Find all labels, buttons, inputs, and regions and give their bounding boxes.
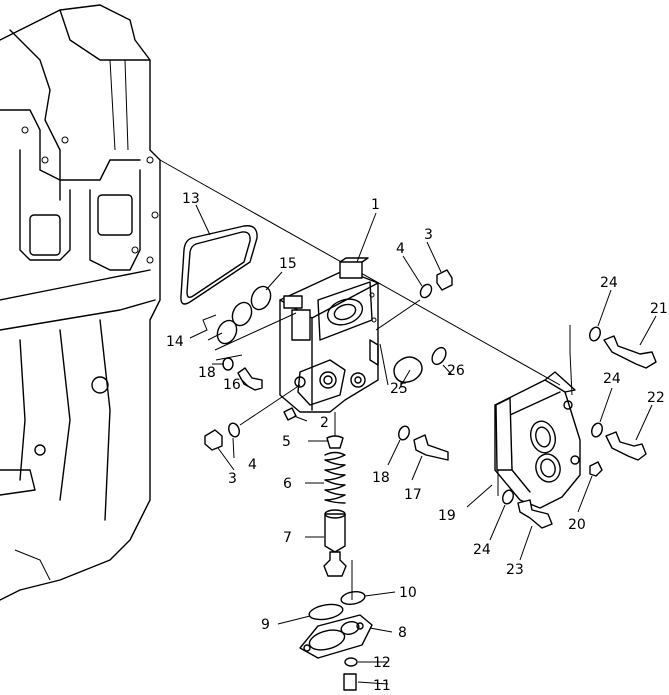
washer-18-left — [222, 357, 234, 371]
cover-8 — [299, 614, 373, 659]
o-ring-26 — [431, 346, 447, 366]
bracket-line-1 — [569, 325, 573, 396]
washer-18-right — [398, 425, 410, 441]
spring-6 — [324, 451, 346, 504]
callout-8: 8 — [398, 625, 407, 641]
o-ring-9 — [308, 603, 344, 621]
callout-9: 9 — [261, 617, 270, 633]
callout-23: 23 — [506, 562, 524, 578]
gasket-13 — [180, 225, 258, 305]
o-ring-15b — [250, 285, 272, 311]
bolt-11 — [343, 673, 357, 691]
engine-block — [0, 4, 161, 601]
callout-11: 11 — [373, 678, 391, 694]
callout-15: 15 — [279, 256, 297, 272]
washer-24-upper — [589, 326, 601, 342]
washer-24-lower — [502, 489, 514, 505]
piston-7 — [323, 509, 347, 577]
bolt-16 — [237, 367, 263, 391]
callout-14: 14 — [166, 334, 184, 350]
callout-17: 17 — [404, 487, 422, 503]
callout-6: 6 — [283, 476, 292, 492]
callout-24-lower: 24 — [473, 542, 491, 558]
callout-20: 20 — [568, 517, 586, 533]
callout-24-middle: 24 — [603, 371, 621, 387]
o-ring-4-upper — [419, 283, 433, 299]
callout-19: 19 — [438, 508, 456, 524]
callout-4-lower: 4 — [248, 457, 257, 473]
bolt-22 — [605, 431, 647, 461]
callout-18-right: 18 — [372, 470, 390, 486]
bolt-21 — [603, 335, 657, 369]
callout-3-upper: 3 — [424, 227, 433, 243]
valve-seat-5 — [326, 435, 344, 449]
regulator-housing — [279, 257, 379, 413]
adapter-plate-19 — [494, 371, 581, 509]
callout-labels: 1 2 3 3 4 4 5 6 7 8 9 10 11 12 13 14 15 … — [166, 191, 668, 694]
callout-25: 25 — [390, 381, 408, 397]
screw-2 — [283, 407, 297, 421]
callout-26: 26 — [447, 363, 465, 379]
callout-7: 7 — [283, 530, 292, 546]
callout-4-upper: 4 — [396, 241, 405, 257]
washer-12 — [344, 657, 358, 667]
o-ring-10 — [340, 591, 366, 605]
callout-3-lower: 3 — [228, 471, 237, 487]
callout-16: 16 — [223, 377, 241, 393]
callout-18-left: 18 — [198, 365, 216, 381]
plug-3-upper — [436, 269, 453, 291]
screw-20 — [589, 461, 603, 477]
o-ring-4-lower — [228, 422, 240, 438]
plug-3-lower — [204, 429, 223, 451]
callout-21: 21 — [650, 301, 668, 317]
o-ring-14 — [216, 319, 238, 345]
o-ring-15a — [231, 301, 253, 327]
callout-12: 12 — [373, 655, 391, 671]
callout-1: 1 — [371, 197, 380, 213]
washer-24-middle — [591, 422, 603, 438]
bolt-23 — [517, 499, 553, 529]
gasket-13-inner — [186, 231, 251, 299]
callout-2: 2 — [320, 415, 329, 431]
bolt-17 — [413, 434, 449, 461]
callout-5: 5 — [282, 434, 291, 450]
leader-lines — [189, 204, 657, 685]
callout-24-upper: 24 — [600, 275, 618, 291]
callout-22: 22 — [647, 390, 665, 406]
o-ring-25 — [393, 356, 423, 383]
callout-13: 13 — [182, 191, 200, 207]
callout-10: 10 — [399, 585, 417, 601]
